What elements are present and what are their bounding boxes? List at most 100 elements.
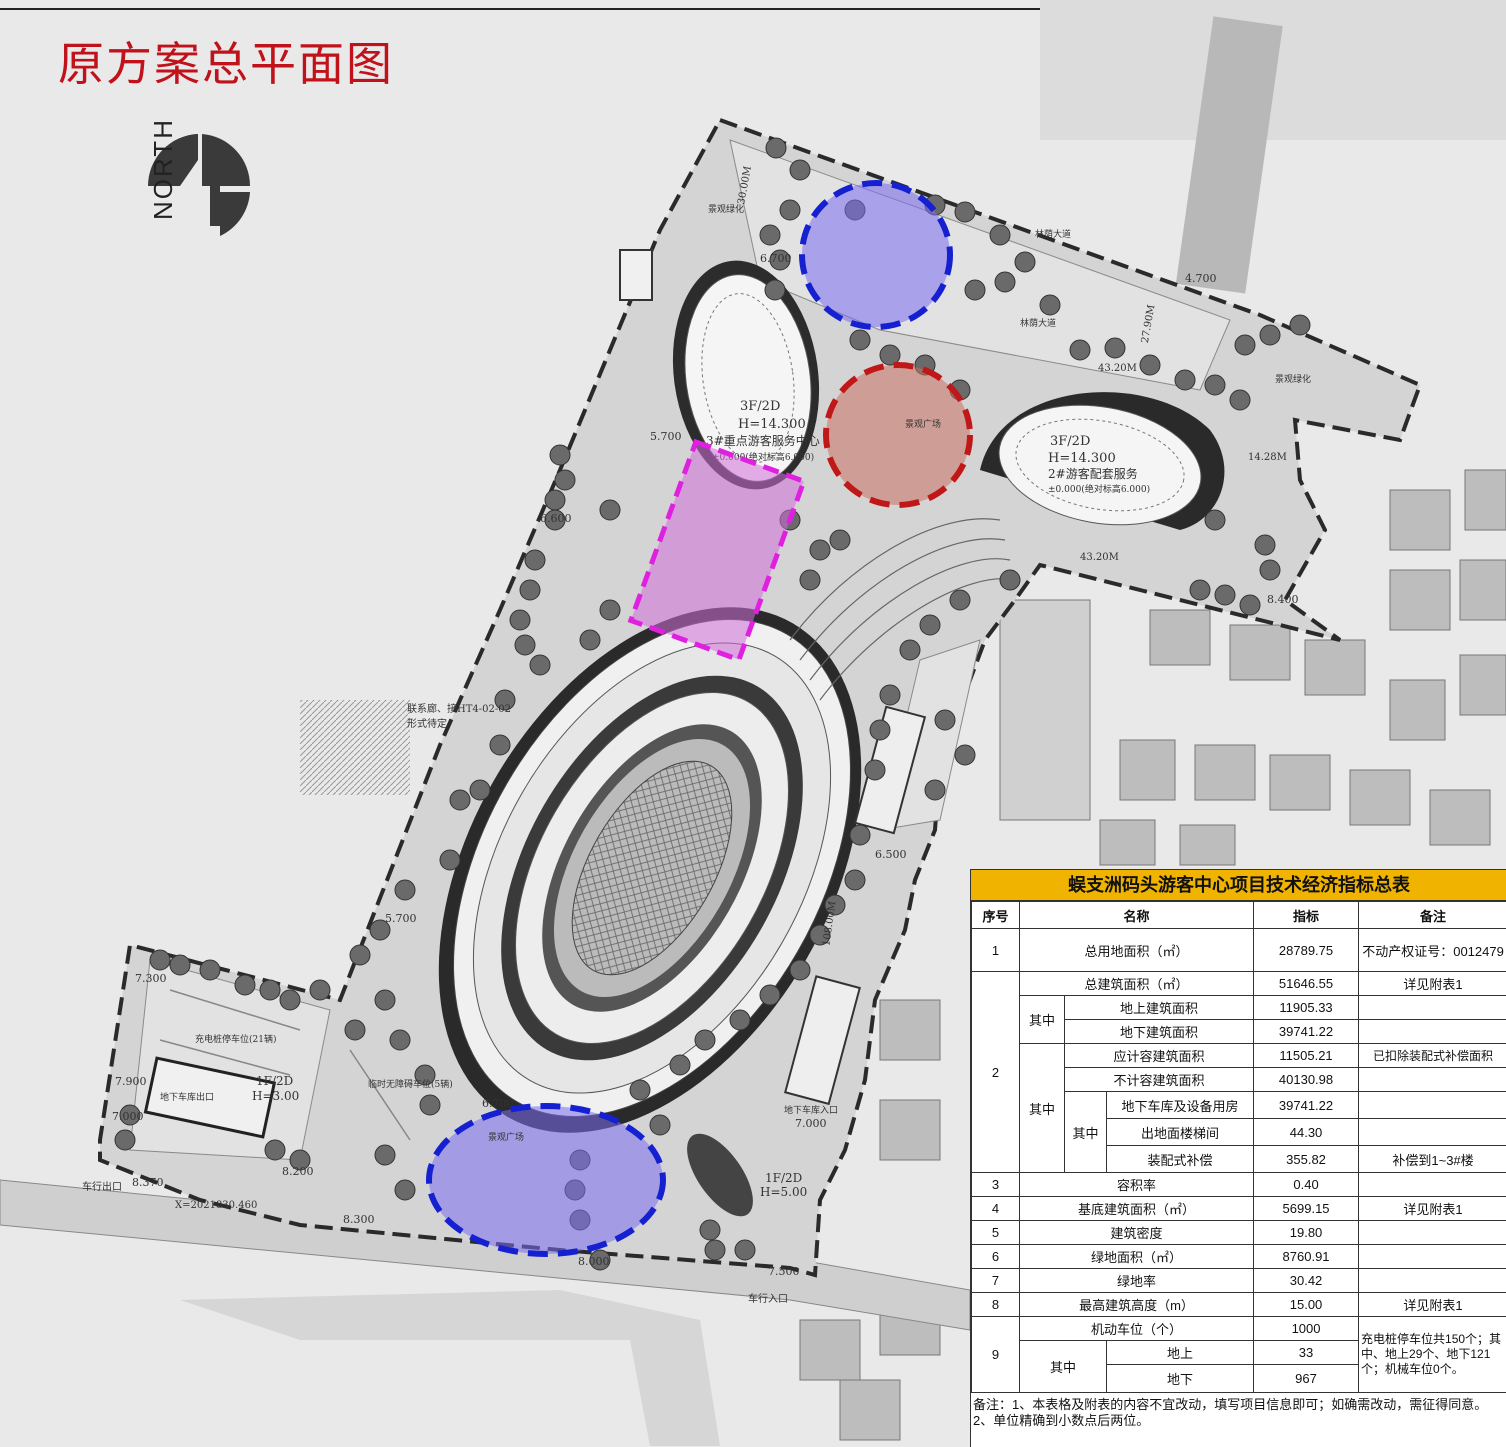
tree-icon — [810, 540, 830, 560]
tree-icon — [1175, 370, 1195, 390]
cell-name: 基底建筑面积（㎡） — [1020, 1197, 1254, 1221]
tree-icon — [600, 500, 620, 520]
building-2-height-label: H=14.300 — [1048, 451, 1116, 466]
cell-value: 44.30 — [1254, 1119, 1359, 1146]
table-row: 8 最高建筑高度（m） 15.00 详见附表1 — [972, 1293, 1506, 1317]
building-5-height-label: H=3.00 — [252, 1089, 299, 1103]
cell-name: 出地面楼梯间 — [1107, 1119, 1254, 1146]
label-garage-exit: 地下车库出口 — [160, 1091, 214, 1103]
table-row: 3 容积率 0.40 — [972, 1173, 1506, 1197]
cell-value: 40130.98 — [1254, 1068, 1359, 1092]
tree-icon — [955, 745, 975, 765]
table-row: 其中 应计容建筑面积 11505.21 已扣除装配式补偿面积 — [972, 1044, 1506, 1068]
cell-note — [1359, 1269, 1506, 1293]
cell-value: 11905.33 — [1254, 996, 1359, 1020]
label-vehicle-exit: 车行出口 — [82, 1180, 122, 1193]
tree-icon — [1000, 570, 1020, 590]
cell-note: 补偿到1~3#楼 — [1359, 1146, 1506, 1173]
cell-no: 1 — [972, 929, 1020, 972]
tree-icon — [265, 1140, 285, 1160]
tree-icon — [1070, 340, 1090, 360]
tree-icon — [735, 1240, 755, 1260]
header-no: 序号 — [972, 902, 1020, 929]
cell-value: 355.82 — [1254, 1146, 1359, 1173]
cell-value: 39741.22 — [1254, 1092, 1359, 1119]
label-forest-avenue-1: 林荫大道 — [1035, 228, 1071, 240]
cell-value: 33 — [1254, 1341, 1359, 1365]
tree-icon — [515, 635, 535, 655]
elev-6700-north: 6.700 — [760, 252, 792, 265]
building-4-height-label: H=5.00 — [760, 1185, 807, 1199]
tree-icon — [700, 1220, 720, 1240]
tree-icon — [780, 200, 800, 220]
tree-icon — [350, 945, 370, 965]
tree-icon — [705, 1240, 725, 1260]
building-2-name-label: 2#游客配套服务 — [1048, 466, 1138, 481]
tree-icon — [670, 1055, 690, 1075]
cell-note — [1359, 1020, 1506, 1044]
table-row: 其中 地上建筑面积 11905.33 — [972, 996, 1506, 1020]
cell-note: 详见附表1 — [1359, 972, 1506, 996]
cell-name: 容积率 — [1020, 1173, 1254, 1197]
building-4-floors-label: 1F/2D — [765, 1171, 802, 1185]
tree-icon — [950, 590, 970, 610]
tree-icon — [1260, 560, 1280, 580]
tree-icon — [850, 330, 870, 350]
tree-icon — [395, 880, 415, 900]
tree-icon — [766, 138, 786, 158]
tree-icon — [650, 1115, 670, 1135]
dim-43-20-north: 43.20M — [1098, 363, 1137, 374]
tree-icon — [375, 990, 395, 1010]
cell-note — [1359, 1092, 1506, 1119]
cell-note — [1359, 1119, 1506, 1146]
table-row: 7 绿地率 30.42 — [972, 1269, 1506, 1293]
elev-7500: 7.500 — [768, 1265, 800, 1278]
cell-value: 8760.91 — [1254, 1245, 1359, 1269]
highlight-blue-south — [429, 1106, 663, 1254]
cell-no: 7 — [972, 1269, 1020, 1293]
tree-icon — [1215, 585, 1235, 605]
tree-icon — [375, 1145, 395, 1165]
tree-icon — [1140, 355, 1160, 375]
cell-no: 9 — [972, 1317, 1020, 1393]
tree-icon — [730, 1010, 750, 1030]
tree-icon — [760, 985, 780, 1005]
tree-icon — [490, 735, 510, 755]
cell-note: 充电桩停车位共150个；其中、地上29个、地下121个；机械车位0个。 — [1359, 1317, 1506, 1393]
elev-5700-north: 5.700 — [650, 430, 682, 443]
tree-icon — [550, 445, 570, 465]
building-3-name-label: 3#重点游客服务中心 — [706, 433, 820, 448]
cell-no: 2 — [972, 972, 1020, 1173]
cell-name: 装配式补偿 — [1107, 1146, 1254, 1173]
tree-icon — [790, 160, 810, 180]
tree-icon — [630, 1080, 650, 1100]
tree-icon — [865, 760, 885, 780]
tree-icon — [115, 1130, 135, 1150]
elev-4700: 4.700 — [1185, 272, 1217, 285]
tree-icon — [800, 570, 820, 590]
indicator-table: 蜈支洲码头游客中心项目技术经济指标总表 序号 名称 指标 备注 1 总用地面积（… — [970, 869, 1506, 1447]
tree-icon — [765, 280, 785, 300]
cell-name: 地下 — [1107, 1365, 1254, 1393]
cell-value: 11505.21 — [1254, 1044, 1359, 1068]
elev-8200: 8.200 — [282, 1165, 314, 1178]
cell-no: 6 — [972, 1245, 1020, 1269]
tree-icon — [880, 685, 900, 705]
tree-icon — [510, 610, 530, 630]
cell-note: 不动产权证号：0012479 — [1359, 929, 1506, 972]
tree-icon — [1105, 338, 1125, 358]
linkway-note-2: 形式待定 — [407, 717, 447, 730]
cell-name: 地下车库及设备用房 — [1107, 1092, 1254, 1119]
highlight-blue-north — [802, 183, 950, 327]
tree-icon — [390, 1030, 410, 1050]
cell-note — [1359, 1068, 1506, 1092]
table-title: 蜈支洲码头游客中心项目技术经济指标总表 — [971, 870, 1506, 901]
tree-icon — [760, 225, 780, 245]
tree-icon — [1190, 580, 1210, 600]
cell-name: 地下建筑面积 — [1065, 1020, 1254, 1044]
elev-8300: 8.300 — [343, 1213, 375, 1226]
tree-icon — [530, 655, 550, 675]
label-landscape-plaza-2: 景观广场 — [488, 1131, 524, 1143]
linkway-note-1: 联系廊、接HT4-02-02 — [407, 702, 511, 715]
cell-value: 39741.22 — [1254, 1020, 1359, 1044]
